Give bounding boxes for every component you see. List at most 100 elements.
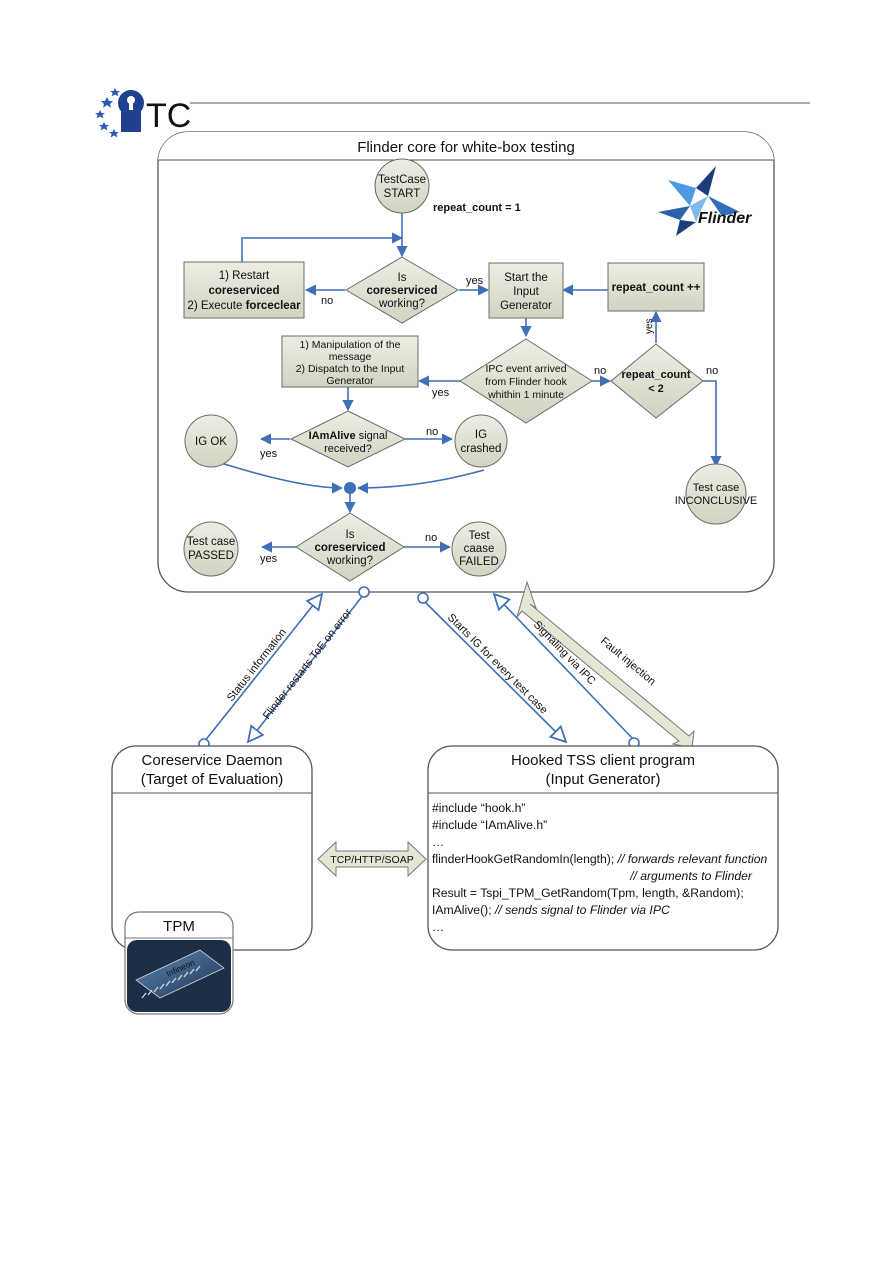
flinder-logo: Flinder	[658, 166, 752, 236]
svg-text:FAILED: FAILED	[459, 556, 499, 568]
keyhole-icon	[118, 90, 144, 132]
core-title: Flinder core for white-box testing	[357, 139, 575, 156]
label-yes-igok: yes	[260, 448, 278, 460]
interface-connectors	[198, 586, 640, 750]
svg-text:IAmAlive signal: IAmAlive signal	[309, 430, 388, 442]
label-no-crashed: no	[426, 426, 438, 438]
node-ig-crashed: IG crashed	[454, 414, 508, 468]
svg-text:repeat_count: repeat_count	[621, 369, 690, 381]
flinder-star-icon	[658, 166, 740, 236]
svg-text:Is: Is	[398, 272, 407, 284]
label-yes-start: yes	[466, 275, 484, 287]
svg-text:IG: IG	[475, 429, 487, 441]
node-passed: Test case PASSED	[183, 521, 239, 577]
svg-text:PASSED: PASSED	[188, 550, 234, 562]
node-manipulation: 1) Manipulation of the message 2) Dispat…	[281, 335, 419, 388]
tcp-label: TCP/HTTP/SOAP	[330, 854, 413, 866]
edge-igok-merge	[217, 461, 344, 494]
node-inconclusive: Test case INCONCLUSIVE	[675, 463, 758, 525]
label-no-ipc: no	[594, 365, 606, 377]
itc-logo: TC	[95, 88, 810, 138]
svg-text:START: START	[384, 188, 421, 200]
logo-letters: TC	[146, 97, 191, 135]
svg-text:coreserviced: coreserviced	[367, 285, 438, 297]
svg-text:< 2: < 2	[648, 383, 664, 395]
code-comment: // arguments to Flinder	[630, 869, 752, 883]
svg-text:message: message	[329, 351, 372, 363]
code-text: …	[432, 835, 445, 849]
label-no-inconclusive: no	[706, 365, 718, 377]
svg-text:TestCase: TestCase	[378, 174, 426, 186]
flinder-brand: Flinder	[698, 210, 752, 227]
daemon-box: Coreservice Daemon (Target of Evaluation…	[111, 745, 313, 951]
svg-text:INCONCLUSIVE: INCONCLUSIVE	[675, 495, 758, 507]
code-line: IAmAlive(); // sends signal to Flinder v…	[432, 902, 780, 919]
svg-text:IPC event arrived: IPC event arrived	[485, 363, 566, 375]
code-comment: // forwards relevant function	[617, 852, 768, 866]
tpm-tile: TPM Infineon	[124, 911, 234, 1015]
label-no-restart: no	[321, 295, 333, 307]
svg-text:whithin 1 minute: whithin 1 minute	[487, 389, 564, 401]
code-comment: // sends signal to Flinder via IPC	[494, 903, 670, 917]
node-is-working-2: Is coreserviced working?	[295, 512, 405, 582]
connector-starts-socket	[417, 592, 429, 604]
svg-text:received?: received?	[324, 443, 372, 455]
code-text: …	[432, 920, 445, 934]
flinder-core-container: Flinder core for white-box testing	[157, 131, 775, 593]
edge-labels: no yes yes no no yes yes no yes no	[260, 275, 718, 565]
label-yes-manip: yes	[432, 387, 450, 399]
client-code-listing: #include “hook.h”#include “IAmAlive.h” ……	[432, 800, 780, 936]
tcp-double-arrow: TCP/HTTP/SOAP	[317, 840, 427, 878]
code-text: Result = Tspi_TPM_GetRandom(Tpm, length,…	[432, 886, 744, 900]
code-line: …	[432, 834, 780, 851]
tpm-label: TPM	[163, 918, 195, 935]
code-line: …	[432, 919, 780, 936]
node-ipc-event: IPC event arrived from Flinder hook whit…	[459, 338, 593, 424]
edge-repeat-no	[703, 380, 722, 468]
node-is-working-1: Is coreserviced working?	[345, 256, 459, 324]
svg-text:crashed: crashed	[461, 443, 502, 455]
svg-text:Test case: Test case	[693, 482, 739, 494]
code-line: // arguments to Flinder	[432, 868, 780, 885]
svg-text:from Flinder hook: from Flinder hook	[485, 376, 567, 388]
code-text: #include “IAmAlive.h”	[432, 818, 548, 832]
code-line: #include “hook.h”	[432, 800, 780, 817]
svg-text:Generator: Generator	[500, 300, 552, 312]
svg-text:coreserviced: coreserviced	[315, 542, 386, 554]
svg-text:Test: Test	[468, 530, 490, 542]
svg-text:working?: working?	[378, 298, 425, 310]
star-ring-icon	[95, 88, 120, 138]
svg-text:caase: caase	[464, 543, 495, 555]
repeat-init-label: repeat_count = 1	[433, 202, 521, 214]
node-ig-ok: IG OK	[184, 414, 238, 468]
svg-text:1) Manipulation of the: 1) Manipulation of the	[300, 339, 401, 351]
label-no-failed: no	[425, 532, 437, 544]
svg-text:IG OK: IG OK	[195, 436, 227, 448]
connector-starts-ig	[423, 600, 566, 742]
client-box: Hooked TSS client program (Input Generat…	[427, 745, 779, 951]
svg-text:Input: Input	[513, 286, 539, 298]
node-start-ig: Start the Input Generator	[488, 262, 564, 319]
flow-edges	[217, 210, 722, 553]
svg-text:Start the: Start the	[504, 272, 547, 284]
svg-text:Is: Is	[346, 529, 355, 541]
code-text: flinderHookGetRandomIn(length);	[432, 852, 618, 866]
svg-text:2) Execute forceclear: 2) Execute forceclear	[187, 300, 301, 312]
fault-injection-arrow	[516, 580, 695, 749]
node-failed: Test caase FAILED	[451, 521, 507, 577]
tpm-chip-icon: Infineon	[127, 940, 231, 1012]
connector-signaling	[494, 594, 635, 741]
svg-text:coreserviced: coreserviced	[209, 285, 280, 297]
code-text: IAmAlive();	[432, 903, 495, 917]
node-iamalive: IAmAlive signal received?	[289, 410, 407, 468]
code-line: Result = Tspi_TPM_GetRandom(Tpm, length,…	[432, 885, 780, 902]
svg-text:Test case: Test case	[187, 536, 236, 548]
label-restart-toe: Flinder restarts ToE on error	[261, 606, 355, 721]
node-repeat-check: repeat_count < 2	[610, 343, 704, 419]
edge-crashed-merge	[356, 469, 485, 494]
label-yes-passed: yes	[260, 553, 278, 565]
connector-restart-socket	[358, 586, 370, 598]
code-line: #include “IAmAlive.h”	[432, 817, 780, 834]
daemon-subtitle: (Target of Evaluation)	[141, 771, 284, 788]
